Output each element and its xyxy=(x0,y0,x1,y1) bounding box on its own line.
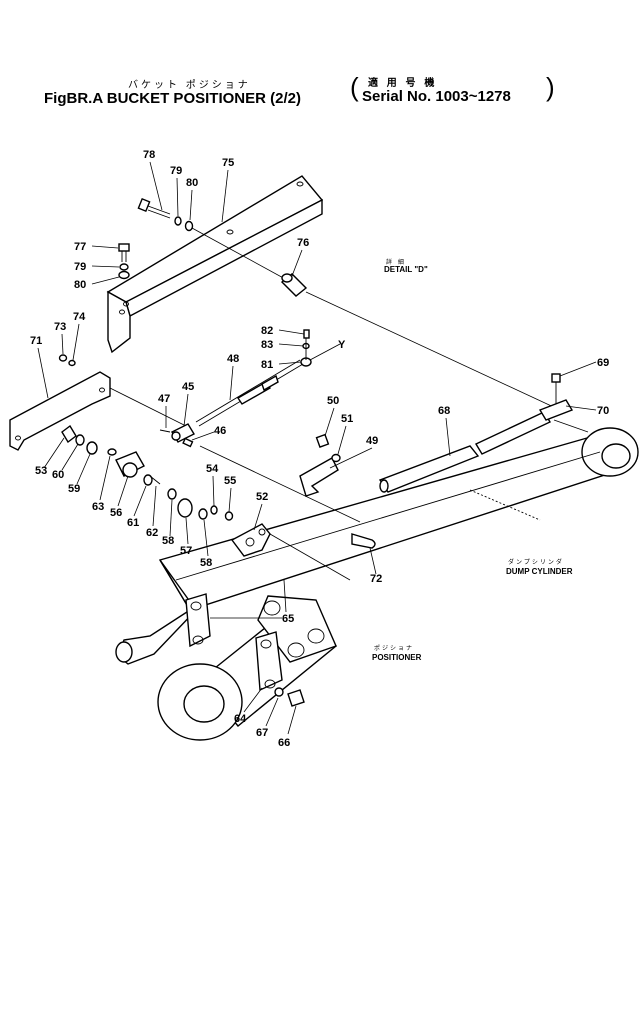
callout-58-lower: 58 xyxy=(200,557,212,569)
callout-80-lower: 80 xyxy=(74,279,86,291)
svg-text:ダンプシリンダ: ダンプシリンダ xyxy=(508,558,564,566)
callout-79-lower: 79 xyxy=(74,261,86,273)
diagram-header: バケット ポジショナ FigBR.A BUCKET POSITIONER (2/… xyxy=(0,0,642,120)
callout-79: 79 xyxy=(170,165,182,177)
callout-69: 69 xyxy=(597,357,609,369)
detail-d-note: 詳 細 DETAIL "D" xyxy=(384,258,428,274)
callout-70: 70 xyxy=(597,405,609,417)
serial-close-paren: ) xyxy=(546,72,555,102)
callout-60: 60 xyxy=(52,469,64,481)
callout-71: 71 xyxy=(30,335,42,347)
dump-cylinder-note: ダンプシリンダ DUMP CYLINDER xyxy=(506,558,573,576)
svg-text:DETAIL "D": DETAIL "D" xyxy=(384,265,428,274)
linkage-parts xyxy=(61,424,361,581)
callout-80: 80 xyxy=(186,177,198,189)
callout-77: 77 xyxy=(74,241,86,253)
title-kana: バケット ポジショナ xyxy=(128,80,251,91)
svg-text:ポジショナ: ポジショナ xyxy=(374,644,414,652)
callout-51: 51 xyxy=(341,413,353,425)
callout-61: 61 xyxy=(127,517,139,529)
callout-57: 57 xyxy=(180,545,192,557)
bolt-69 xyxy=(551,373,561,406)
callout-73: 73 xyxy=(54,321,66,333)
callout-54: 54 xyxy=(206,463,219,475)
rod-end-70 xyxy=(538,399,589,433)
plate-71 xyxy=(9,371,191,451)
callout-45: 45 xyxy=(182,381,194,393)
clevis-45 xyxy=(159,423,195,448)
figure-title: FigBR.A BUCKET POSITIONER (2/2) xyxy=(44,90,301,107)
callout-67: 67 xyxy=(256,727,268,739)
pin-72 xyxy=(351,533,377,575)
callout-47: 47 xyxy=(158,393,170,405)
callout-48: 48 xyxy=(227,353,239,365)
callout-74: 74 xyxy=(73,311,86,323)
serial-kana: 適 用 号 機 xyxy=(368,78,438,89)
callout-72: 72 xyxy=(370,573,382,585)
bracket-plate-75 xyxy=(106,175,324,354)
positioner-note: ポジショナ POSITIONER xyxy=(372,644,422,662)
callout-81: 81 xyxy=(261,359,273,371)
pin-81-82-83 xyxy=(302,329,310,360)
callout-83: 83 xyxy=(261,339,273,351)
control-cable-48 xyxy=(195,343,341,427)
serial-open-paren: ( xyxy=(350,72,359,102)
callout-53: 53 xyxy=(35,465,47,477)
callout-66: 66 xyxy=(278,737,290,749)
dump-cylinder xyxy=(115,427,639,665)
callout-56: 56 xyxy=(110,507,122,519)
bolt-78-assembly xyxy=(137,197,299,287)
callout-59: 59 xyxy=(68,483,80,495)
bolt-77-assembly xyxy=(118,243,130,280)
callout-49: 49 xyxy=(366,435,378,447)
bracket-49 xyxy=(299,433,341,497)
callouts: 78 79 80 75 77 79 80 76 73 74 71 82 83 8… xyxy=(30,149,609,749)
svg-text:POSITIONER: POSITIONER xyxy=(372,653,422,662)
callout-64: 64 xyxy=(234,713,247,725)
svg-text:詳 細: 詳 細 xyxy=(386,258,406,266)
svg-text:DUMP CYLINDER: DUMP CYLINDER xyxy=(506,567,573,576)
bolt-66-67 xyxy=(274,687,305,707)
callout-55: 55 xyxy=(224,475,236,487)
spacer-76 xyxy=(280,273,308,297)
callout-78: 78 xyxy=(143,149,155,161)
callout-75: 75 xyxy=(222,157,234,169)
serial-range: Serial No. 1003~1278 xyxy=(362,88,511,105)
clamp-64 xyxy=(255,631,283,692)
rod-68 xyxy=(378,411,551,493)
callout-58: 58 xyxy=(162,535,174,547)
callout-65: 65 xyxy=(282,613,294,625)
bolt-73-74 xyxy=(58,354,76,367)
callout-82: 82 xyxy=(261,325,273,337)
callout-46: 46 xyxy=(214,425,226,437)
callout-y: Y xyxy=(338,339,346,351)
callout-68: 68 xyxy=(438,405,450,417)
callout-62: 62 xyxy=(146,527,158,539)
callout-52: 52 xyxy=(256,491,268,503)
clamp-65 xyxy=(185,593,211,648)
callout-76: 76 xyxy=(297,237,309,249)
callout-63: 63 xyxy=(92,501,104,513)
callout-50: 50 xyxy=(327,395,339,407)
